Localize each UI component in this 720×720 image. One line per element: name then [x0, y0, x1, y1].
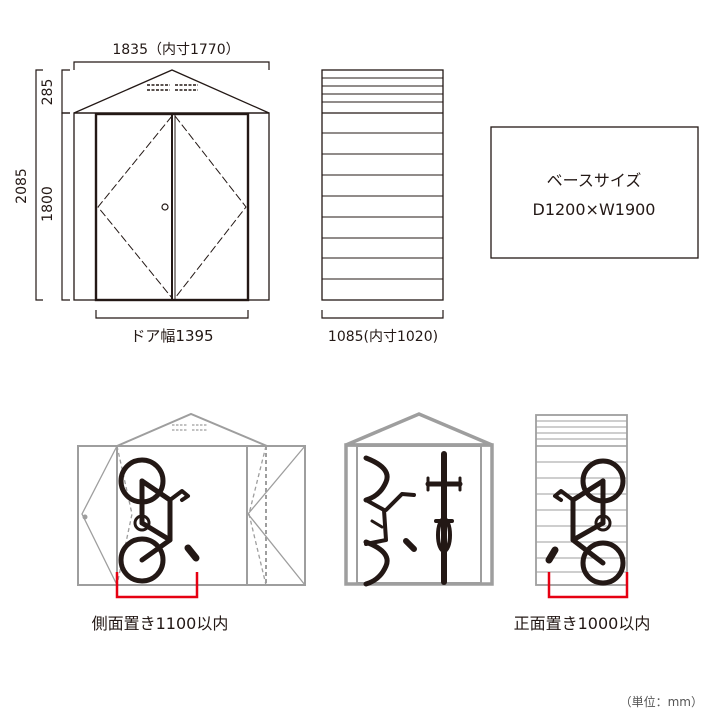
side-body: [321, 69, 444, 301]
front-view-diagram: [344, 412, 494, 586]
door-swing-left: [97, 115, 173, 299]
wall-height-label: 1800: [40, 186, 56, 222]
width-total-label: 1835（内寸1770）: [112, 42, 239, 58]
roof: [73, 69, 270, 114]
base-size-title: ベースサイズ: [547, 171, 642, 190]
width-dimension-line: [73, 61, 270, 70]
door-width-dimension-line: [95, 310, 249, 319]
side-placement-diagram: [77, 412, 306, 586]
front-elevation: [35, 61, 270, 319]
base-size-dims: D1200×W1900: [533, 200, 656, 219]
base-size-box: [490, 126, 699, 259]
bicycles-front-view: [363, 451, 463, 587]
front-placement-caption: 正面置き1000以内: [514, 614, 651, 633]
front-clearance-line: [547, 572, 629, 599]
door-width-label: ドア幅1395: [130, 327, 213, 345]
total-height-label: 2085: [14, 168, 30, 204]
unit-note: （単位：mm）: [620, 694, 703, 709]
door-knob: [161, 203, 169, 211]
bicycle-front-upright: [545, 458, 626, 586]
side-elevation: [321, 69, 444, 319]
depth-label: 1085(内寸1020): [328, 329, 438, 345]
side-clearance-line: [115, 572, 199, 599]
total-height-dimension: [35, 69, 43, 301]
depth-dimension-line: [321, 310, 444, 319]
side-top-slats: [322, 77, 443, 114]
front-placement-diagram: [535, 414, 628, 586]
wall-height-dimension: [61, 112, 70, 301]
roof-height-label: 285: [40, 79, 56, 106]
door-swing-right: [174, 115, 247, 299]
roof-vent: [172, 424, 207, 431]
bicycle-side-upright: [118, 457, 200, 584]
side-wall-panels: [322, 132, 443, 280]
roof-vent: [147, 84, 198, 91]
side-placement-caption: 側面置き1100以内: [92, 614, 229, 633]
shed-outline: [77, 445, 306, 586]
roof-height-dimension: [61, 69, 70, 114]
